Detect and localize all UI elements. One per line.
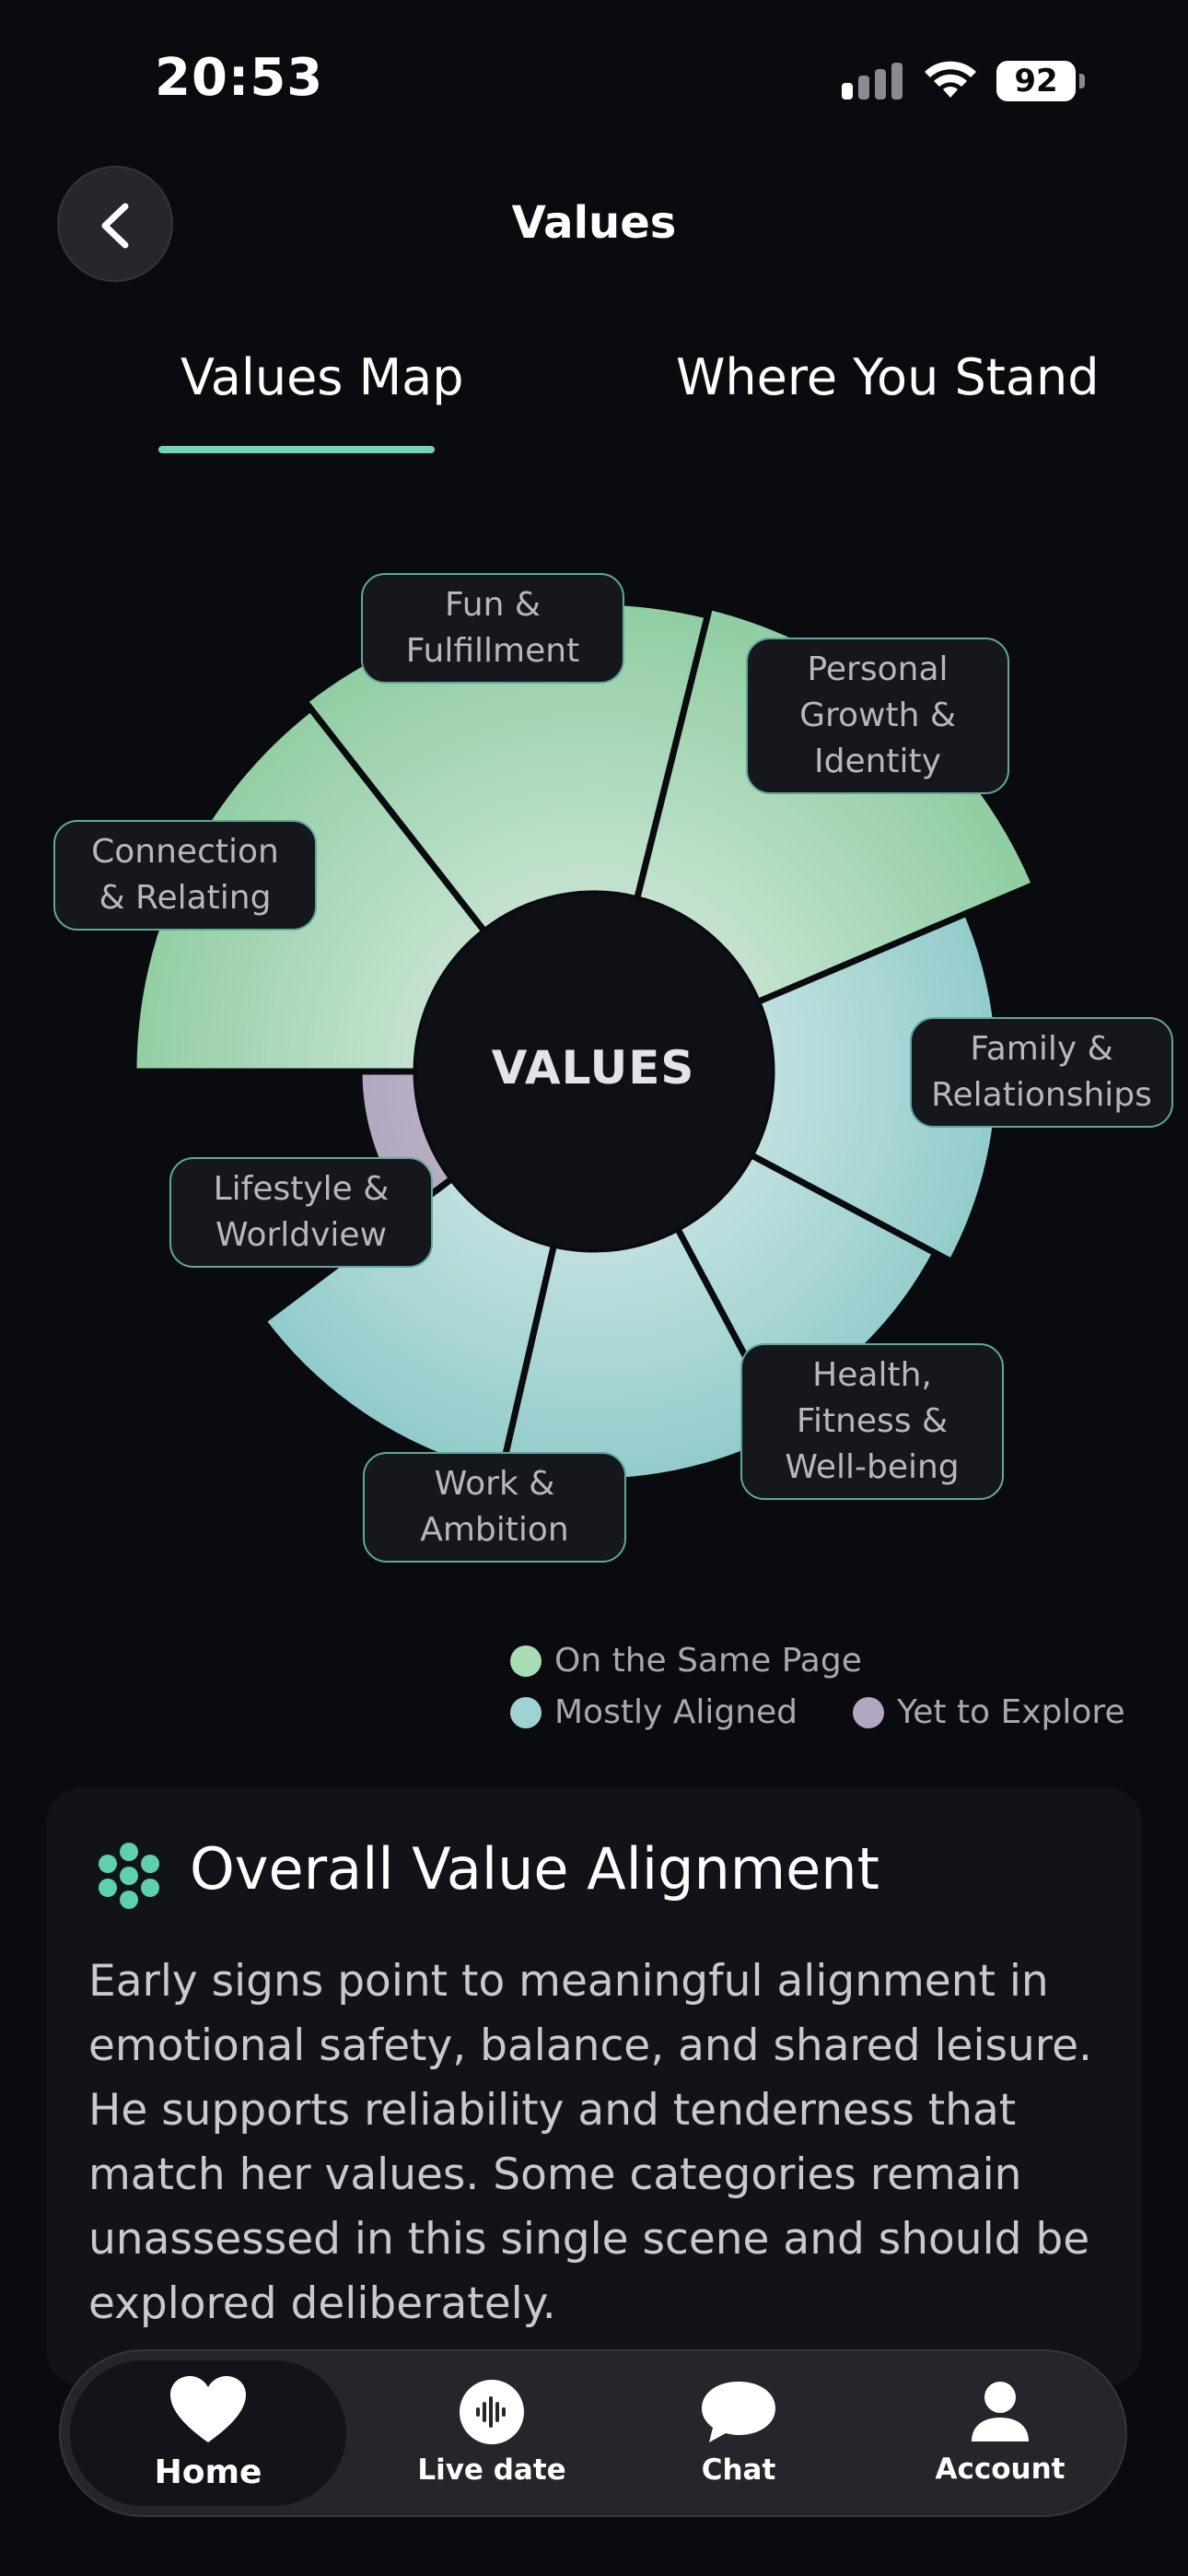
page-title: Values [511, 197, 677, 249]
segment-label-family-relationships[interactable]: Family & Relationships [910, 1017, 1173, 1128]
nav-home[interactable]: Home [70, 2360, 346, 2506]
legend-item-same-page: On the Same Page [510, 1642, 862, 1680]
nav-label: Live date [417, 2453, 566, 2487]
legend-label: Yet to Explore [897, 1693, 1125, 1731]
legend-item-mostly-aligned: Mostly Aligned [510, 1693, 798, 1731]
nav-label: Home [154, 2453, 262, 2491]
nav-live-date[interactable]: Live date [390, 2351, 593, 2515]
bottom-nav: Home Live date Chat Account [59, 2349, 1127, 2517]
legend-label: Mostly Aligned [554, 1693, 798, 1731]
legend-dot [510, 1696, 542, 1728]
nav-label: Chat [701, 2453, 776, 2487]
card-title: Overall Value Alignment [190, 1835, 879, 1903]
segment-label-connection-relating[interactable]: Connection & Relating [53, 820, 317, 931]
values-center-circle [416, 894, 772, 1249]
cellular-signal-icon [842, 63, 906, 100]
card-body: Early signs point to meaningful alignmen… [88, 1956, 1092, 2329]
chat-bubble-icon [702, 2382, 775, 2442]
legend-dot [853, 1696, 884, 1728]
values-center-label: VALUES [491, 1041, 695, 1095]
legend-item-yet-to-explore: Yet to Explore [853, 1693, 1125, 1731]
status-bar: 20:53 92 [0, 0, 1188, 157]
overall-alignment-card: Overall Value Alignment Early signs poin… [46, 1787, 1142, 2386]
nav-account[interactable]: Account [908, 2351, 1092, 2515]
segment-label-lifestyle-worldview[interactable]: Lifestyle & Worldview [169, 1157, 433, 1268]
flower-cluster-icon [99, 1843, 159, 1909]
back-button[interactable] [57, 166, 173, 282]
wifi-icon [925, 61, 976, 98]
segment-label-health-fitness[interactable]: Health, Fitness & Well-being [740, 1343, 1004, 1500]
status-time: 20:53 [155, 48, 324, 108]
segment-label-personal-growth[interactable]: Personal Growth & Identity [746, 638, 1009, 794]
tab-where-you-stand[interactable]: Where You Stand [676, 348, 1100, 406]
segment-label-work-ambition[interactable]: Work & Ambition [363, 1452, 626, 1563]
person-icon [972, 2382, 1029, 2441]
heart-icon [170, 2375, 246, 2442]
active-tab-indicator [158, 446, 435, 453]
legend-dot [510, 1645, 542, 1677]
legend-label: On the Same Page [554, 1642, 862, 1680]
tab-values-map[interactable]: Values Map [181, 348, 464, 406]
nav-chat[interactable]: Chat [646, 2351, 831, 2515]
voice-wave-icon [460, 2380, 524, 2444]
nav-label: Account [935, 2453, 1066, 2486]
segment-label-fun-fulfillment[interactable]: Fun & Fulfillment [361, 573, 624, 684]
battery-icon: 92 [996, 61, 1085, 101]
chevron-left-icon [101, 203, 129, 249]
